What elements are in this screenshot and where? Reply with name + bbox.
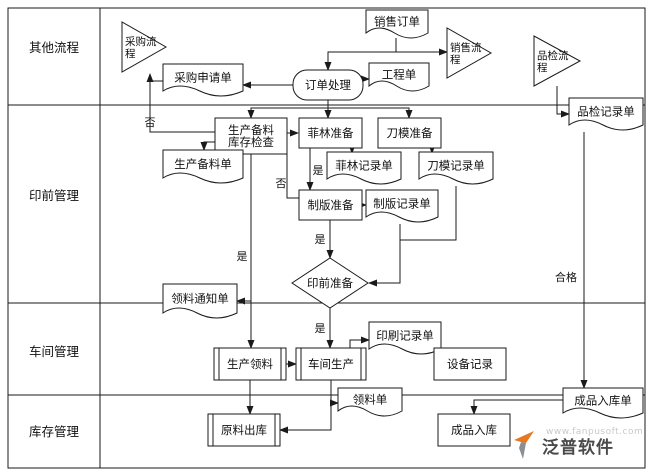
print-record-doc: 印刷记录单 (368, 321, 442, 355)
connector-28 (470, 399, 563, 415)
die-record-doc: 刀模记录单 (418, 151, 494, 185)
connector-5 (146, 73, 215, 133)
production-picking: 生产领料 (213, 347, 287, 381)
lane-label-0: 其他流程 (29, 40, 80, 55)
raw-outbound: 原料出库 (207, 413, 281, 447)
sales-order-doc: 销售订单 (365, 9, 429, 39)
vendor-watermark: www.fanpusoft.com 泛普软件 (512, 424, 648, 466)
film-prep: 菲林准备 (298, 117, 363, 149)
vendor-url: www.fanpusoft.com (546, 427, 644, 437)
vendor-brand: 泛普软件 (542, 437, 614, 458)
engineering-order-doc: 工程单 (368, 62, 430, 92)
finished-inbound-doc: 成品入库单 (562, 387, 644, 419)
lane-label-2: 车间管理 (29, 344, 80, 359)
material-notice-doc: 领料通知单 (162, 283, 238, 319)
finished-inbound: 成品入库 (437, 413, 511, 447)
connector-17 (286, 129, 299, 199)
plate-prep: 制版准备 (298, 189, 363, 221)
connector-27 (349, 336, 370, 348)
purchase-request-doc: 采购申请单 (162, 63, 244, 97)
die-prep: 刀模准备 (377, 117, 442, 149)
connector-layer (146, 38, 588, 434)
connector-11 (200, 141, 215, 151)
connector-0 (324, 38, 397, 71)
lane-label-1: 印前管理 (29, 188, 80, 203)
connector-20 (368, 224, 401, 287)
prepress-check: 印前准备 (291, 257, 369, 309)
workshop-production: 车间生产 (295, 347, 367, 381)
equipment-record: 设备记录 (433, 347, 507, 381)
branch-label-1: 否 (276, 177, 287, 190)
branch-label-6: 合格 (555, 270, 577, 284)
material-list-doc: 生产备料单 (162, 149, 244, 184)
plate-record-doc: 制版记录单 (365, 189, 439, 223)
branch-label-2: 是 (313, 164, 324, 177)
diagram-border (7, 7, 646, 469)
film-record-doc: 菲林记录单 (326, 151, 402, 185)
connector-8 (328, 107, 413, 119)
lane-label-3: 库存管理 (29, 424, 80, 439)
order-processing: 订单处理 (292, 69, 364, 101)
connector-21 (400, 186, 457, 241)
connector-7 (247, 107, 328, 119)
connector-9 (556, 86, 570, 118)
branch-label-5: 是 (315, 322, 326, 335)
branch-label-4: 是 (237, 250, 248, 263)
vendor-logo-icon (514, 431, 534, 459)
connector-25 (279, 380, 332, 434)
branch-label-3: 是 (315, 233, 326, 246)
inspection-record-doc: 品检记录单 (568, 97, 644, 131)
node-layer: 采购流程 销售订单销售流程品检流程采购申请单 订单处理工程单品检记录单生产备料库存检… (121, 9, 644, 447)
picking-slip-doc: 领料单 (337, 387, 403, 417)
